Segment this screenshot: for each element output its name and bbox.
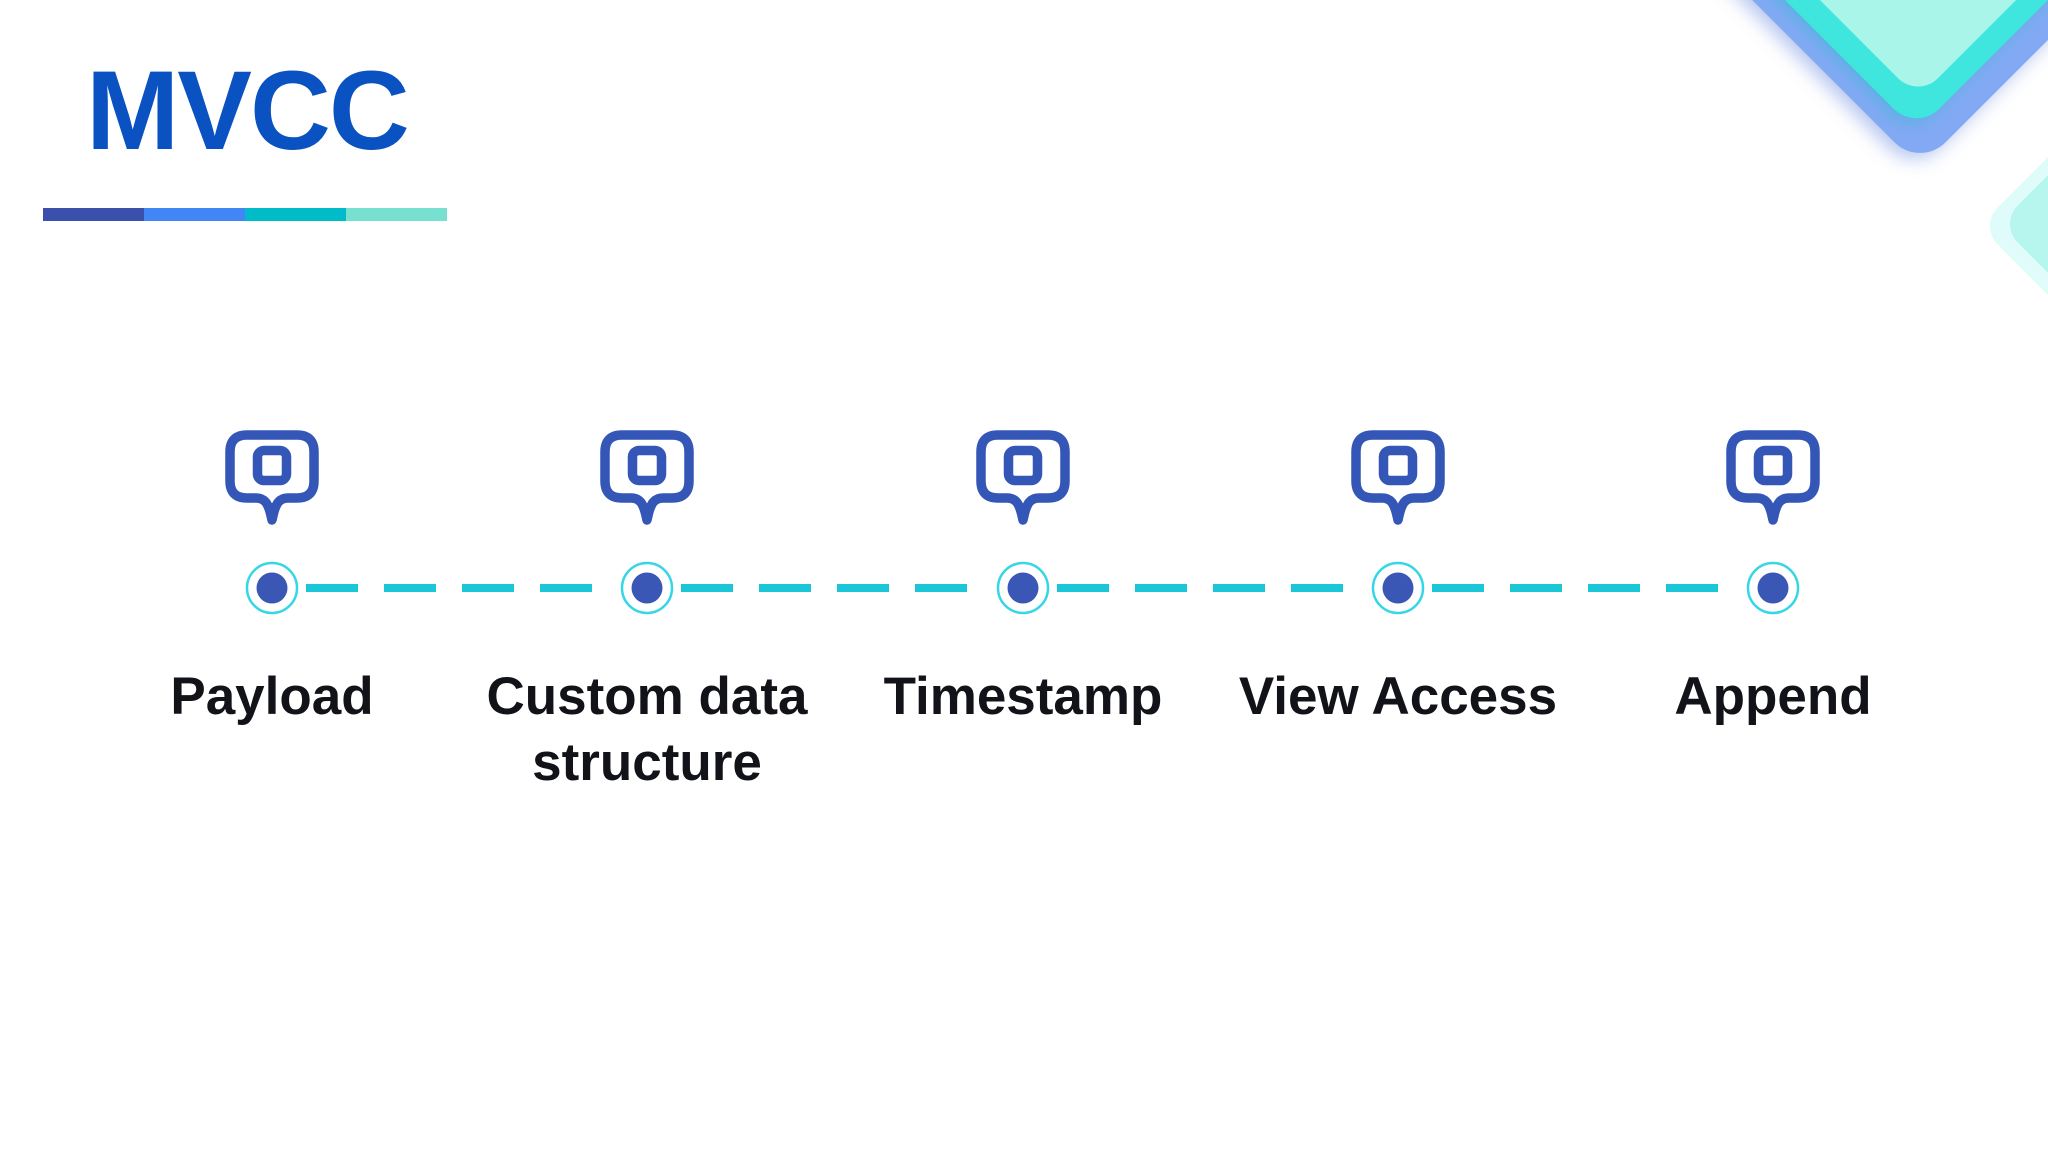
- accent-bar-segment: [346, 208, 447, 221]
- slide-title: MVCC: [86, 48, 410, 173]
- timeline-node-icon: [620, 561, 674, 615]
- timeline-label: Append: [1674, 667, 1872, 726]
- map-pin-icon: [230, 435, 314, 520]
- timeline-node-icon: [1371, 561, 1425, 615]
- timeline-label: Timestamp: [883, 667, 1163, 726]
- map-pin-icon: [1731, 435, 1815, 520]
- title-accent-bar: [43, 208, 447, 221]
- timeline-node-icon: [1746, 561, 1800, 615]
- map-pin-icon: [1356, 435, 1440, 520]
- timeline-label: Payload: [170, 667, 374, 726]
- map-pin-icon: [605, 435, 689, 520]
- timeline-node-icon: [245, 561, 299, 615]
- timeline-graphic: [0, 420, 2048, 615]
- accent-bar-segment: [43, 208, 144, 221]
- map-pin-icon: [981, 435, 1065, 520]
- accent-bar-segment: [245, 208, 346, 221]
- timeline-label: View Access: [1238, 667, 1558, 726]
- timeline-label: Custom data structure: [486, 667, 808, 793]
- accent-bar-segment: [144, 208, 245, 221]
- timeline-node-icon: [996, 561, 1050, 615]
